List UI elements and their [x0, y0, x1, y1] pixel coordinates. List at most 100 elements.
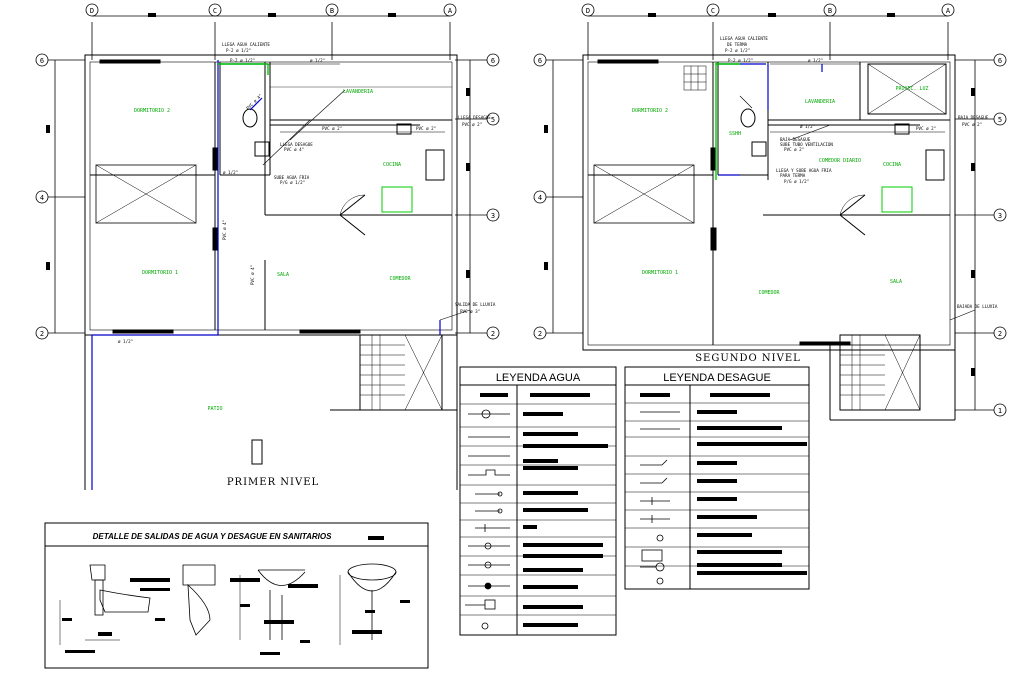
- axis-label: D: [586, 7, 590, 15]
- note: ø 1/2": [310, 58, 325, 63]
- axis-label: C: [213, 7, 217, 15]
- note: ø 1/2": [118, 339, 133, 344]
- first-level-title: PRIMER NIVEL: [227, 477, 319, 488]
- axis-label: B: [330, 7, 334, 15]
- room-label: COMEDOR: [389, 276, 411, 282]
- note: P-2 ø 1/2": [725, 48, 750, 53]
- axis-label: D: [90, 7, 94, 15]
- axis-labels-second: D C B A 6 4 2 6 5 3 2 1: [538, 7, 1002, 415]
- drain-lines-first: [262, 63, 471, 321]
- axis-label: 2: [998, 330, 1002, 338]
- pipe-notes-first: LLEGA AGUA CALIENTE P-2 ø 1/2" P-2 ø 1/2…: [118, 42, 496, 344]
- note: SUBE AGUA FRIA: [274, 175, 310, 180]
- room-label: LAVANDERIA: [805, 99, 835, 105]
- note: ø 1/2": [223, 170, 238, 175]
- room-label: LAVANDERIA: [343, 89, 373, 95]
- note: P-2 ø 1/2": [728, 58, 753, 63]
- axis-label: 4: [40, 194, 44, 202]
- note: BAJADA DE LLUVIA: [957, 304, 998, 309]
- note: LLEGA AGUA CALIENTE: [222, 42, 270, 47]
- axis-label: 2: [40, 330, 44, 338]
- note: LLEGA Y SUBE AGUA FRIA: [776, 168, 832, 173]
- axis-label: 2: [491, 330, 495, 338]
- axis-label: C: [711, 7, 715, 15]
- axis-label: 6: [40, 57, 44, 65]
- note: LLEGA DESAGUE: [458, 115, 491, 120]
- note: LLEGA DESAGUE: [280, 142, 313, 147]
- note: DE TERMA: [727, 42, 748, 47]
- room-label: DORMITORIO 1: [142, 270, 178, 276]
- axis-label: 3: [998, 212, 1002, 220]
- note: PVC ø 2": [916, 126, 936, 131]
- note: P/G ø 1/2": [280, 180, 305, 185]
- axis-dims-first: [46, 13, 470, 278]
- second-level-title: SEGUNDO NIVEL: [695, 353, 801, 364]
- note: SUBE TUBO VENTILACION: [780, 142, 833, 147]
- room-labels-first: DORMITORIO 2 DORMITORIO 1 LAVANDERIA COC…: [134, 89, 412, 412]
- legend-agua-text-bars: [480, 393, 608, 627]
- axis-labels-first: D C B A 6 4 2 6 5 3 2: [40, 7, 495, 338]
- legend-agua: [459, 366, 617, 636]
- axis-label: A: [448, 7, 453, 15]
- room-labels-second: DORMITORIO 2 DORMITORIO 1 LAVANDERIA COC…: [632, 86, 929, 296]
- axis-label: 6: [998, 57, 1002, 65]
- note: PVC ø 3": [460, 309, 480, 314]
- note: SALIDA DE LLUVIA: [455, 302, 496, 307]
- note: BAJA DESAGUE: [958, 115, 989, 120]
- legend-desague-title: LEYENDA DESAGUE: [663, 372, 771, 384]
- floor-plan-first: [84, 54, 458, 490]
- note: PVC ø 2": [462, 122, 482, 127]
- axis-label: 3: [491, 212, 495, 220]
- room-label: DORMITORIO 1: [642, 270, 678, 276]
- room-label: COCINA: [383, 162, 401, 168]
- note: P-2 ø 1/2": [226, 48, 251, 53]
- sanitary-detail: [44, 522, 429, 669]
- axis-label: A: [946, 7, 951, 15]
- axis-label: 1: [998, 407, 1002, 415]
- note: PVC ø 2": [784, 147, 804, 152]
- note: PVC ø 2": [416, 126, 436, 131]
- axis-label: 6: [491, 57, 495, 65]
- drain-lines-second: [739, 63, 976, 321]
- note: ø 1/2": [800, 124, 815, 129]
- axis-grid-first: [35, 3, 500, 340]
- axis-label: 6: [538, 57, 542, 65]
- room-label: COMEDOR DIARIO: [819, 158, 861, 164]
- room-label: SALA: [277, 272, 289, 278]
- detail-bars: [62, 536, 410, 655]
- note: PARA TERMA: [780, 173, 806, 178]
- note: PVC ø 4": [284, 147, 304, 152]
- note: P-2 ø 1/2": [230, 58, 255, 63]
- room-label: DORMITORIO 2: [632, 108, 668, 114]
- note: PVC ø 2": [962, 122, 982, 127]
- detail-title: DETALLE DE SALIDAS DE AGUA Y DESAGUE EN …: [93, 532, 333, 541]
- room-label: COMEDOR: [758, 290, 780, 296]
- hot-water-pipes-first: [218, 63, 269, 75]
- pipe-notes-second: LLEGA AGUA CALIENTE DE TERMA P-2 ø 1/2" …: [720, 36, 998, 309]
- room-label: PATIO: [207, 406, 222, 412]
- axis-label: 5: [491, 116, 495, 124]
- note: BAJA DESAGUE: [780, 137, 811, 142]
- room-label: DORMITORIO 2: [134, 108, 170, 114]
- room-label: SALA: [890, 279, 902, 285]
- legend-agua-title: LEYENDA AGUA: [496, 372, 581, 384]
- note: ø 1/2": [808, 58, 823, 63]
- legend-desague: [624, 366, 810, 590]
- axis-dims-second: [544, 13, 975, 376]
- note: LLEGA AGUA CALIENTE: [720, 36, 768, 41]
- room-label: SSHH: [729, 131, 741, 137]
- note: P/G ø 1/2": [784, 179, 809, 184]
- axis-label: 5: [998, 116, 1002, 124]
- note: PVC ø 4": [222, 220, 227, 240]
- legend-desague-text-bars: [640, 393, 807, 575]
- floor-plan-second: [582, 54, 956, 421]
- note: PVC ø 2": [322, 126, 342, 131]
- room-label: COCINA: [883, 162, 901, 168]
- axis-label: B: [828, 7, 832, 15]
- axis-label: 2: [538, 330, 542, 338]
- hot-water-pipes-second: [715, 62, 740, 180]
- room-label: PROYEC. LUZ: [895, 86, 928, 92]
- note: PVC ø 4": [245, 93, 263, 111]
